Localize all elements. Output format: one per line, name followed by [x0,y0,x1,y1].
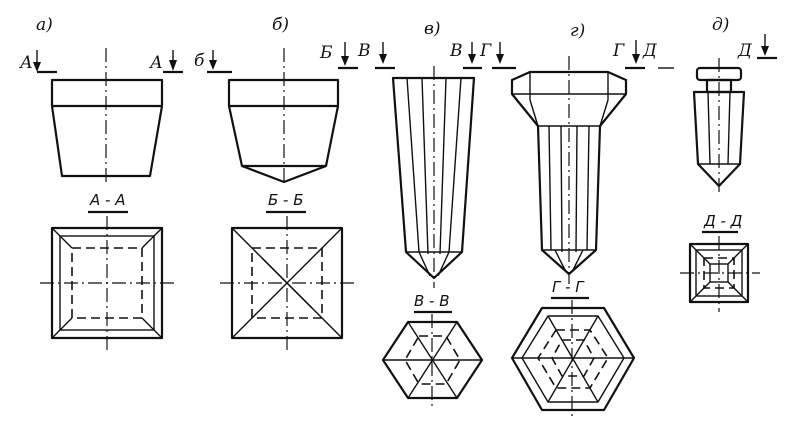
cut-mark-g-right: Г [612,41,625,61]
section-title-b: Б - Б [268,191,304,209]
panel-a-label: а) [36,15,53,35]
cut-arrow-b [207,50,232,74]
punch-elevation-v [391,66,476,288]
cut-arrow-v-b [338,42,358,70]
cut-arrow-a-right [163,50,183,74]
panel-d-label: д) [712,15,729,35]
cut-arrow-g-right: Г [612,40,645,70]
cut-mark-v-b: Б [319,43,333,63]
cut-mark-g-left: Г [479,41,492,61]
cut-mark-a-left: А [19,53,33,73]
cut-arrow-d-right: Д [737,34,777,61]
section-title-d: Д - Д [703,212,743,230]
section-title-a: А - А [89,191,125,209]
cut-mark-b: б [194,51,205,71]
panel-g-label: г) [570,21,585,41]
cut-arrow-g-left: Г [479,41,516,70]
panel-g: г) Г Г Г - Г [479,21,645,416]
cut-mark-d-left: Д [642,41,658,61]
section-v [381,314,484,406]
panel-v-label: в) [424,19,441,39]
section-d [680,236,760,312]
panel-d: д) Д Д Д - Д [642,15,777,312]
cut-arrow-d-left: Д [642,41,674,69]
block-elevation-b [227,48,340,186]
cut-mark-v-left: В [357,41,371,61]
punch-elevation-g [510,56,628,284]
block-elevation-a [50,48,164,182]
panel-b: б) б Б - Б [194,15,354,350]
punch-elevation-d [692,58,746,196]
panel-a: а) А А А - А [19,15,183,350]
section-title-g: Г - Г [552,278,585,296]
panel-v: в) Б В В В - В [319,19,484,406]
section-title-v: В - В [414,292,450,310]
section-a [40,216,174,350]
cut-arrow-v-right [463,42,482,70]
cut-mark-v-right: В [449,41,463,61]
panel-b-label: б) [272,15,289,35]
cut-mark-d-right: Д [737,41,753,61]
cut-arrow-v-left [375,42,395,70]
cut-mark-a-right: А [149,53,163,73]
cut-arrow-a-left [33,50,57,74]
section-b [220,216,354,350]
section-g [510,300,636,416]
